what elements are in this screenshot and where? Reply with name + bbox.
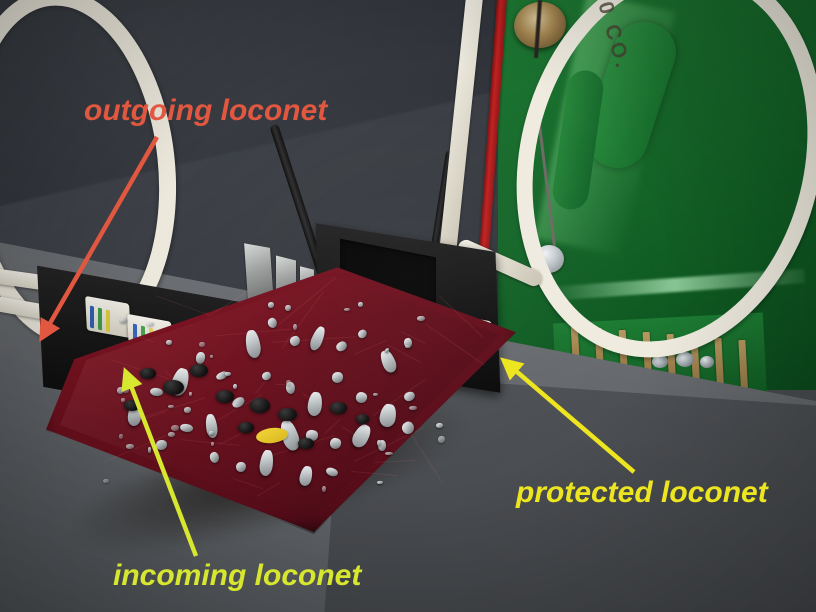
label-outgoing-loconet: outgoing loconet bbox=[84, 94, 328, 127]
label-incoming-loconet: incoming loconet bbox=[113, 559, 362, 592]
arrow-protected-loconet bbox=[500, 357, 636, 474]
solder-drop-on-enclosure bbox=[534, 245, 564, 273]
green-board-solder-c bbox=[700, 356, 714, 368]
green-board-solder-a bbox=[652, 355, 668, 368]
label-protected-loconet: protected loconet bbox=[516, 476, 768, 509]
green-board-solder-b bbox=[676, 352, 694, 367]
arrow-incoming-loconet bbox=[121, 367, 199, 557]
arrow-outgoing-loconet bbox=[39, 135, 159, 343]
